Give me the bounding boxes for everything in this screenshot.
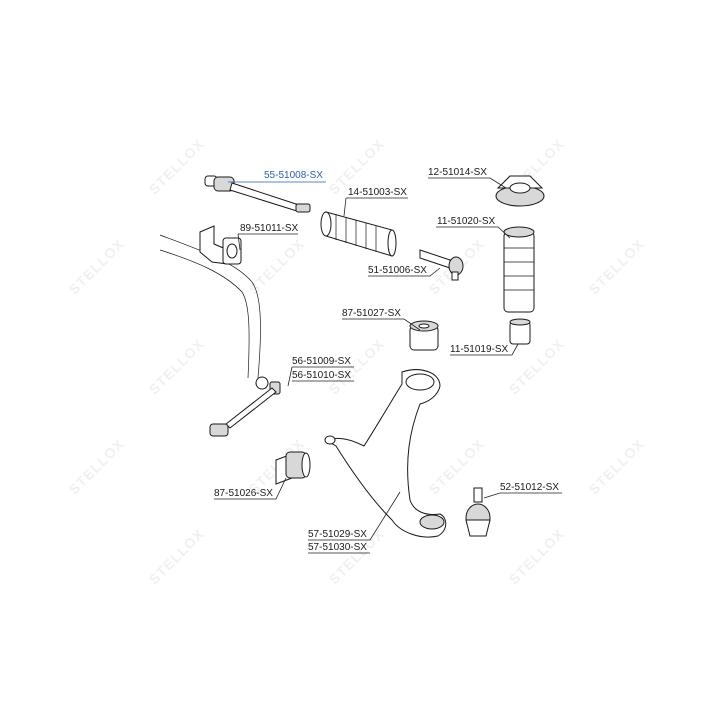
part-label-shock-boot[interactable]: 11-51020-SX bbox=[437, 216, 496, 227]
watermark-text: STELLOX bbox=[506, 526, 568, 588]
watermark-layer: STELLOX STELLOX STELLOX STELLOX STELLOX STELL… bbox=[66, 136, 648, 588]
part-label-tie-rod[interactable]: 55-51008-SX bbox=[264, 170, 323, 181]
top-mount-shape[interactable] bbox=[495, 175, 545, 207]
watermark-text: STELLOX bbox=[506, 336, 568, 398]
part-label-ball-joint[interactable]: 52-51012-SX bbox=[500, 482, 559, 493]
leader-lines bbox=[214, 177, 562, 554]
arm-bushing-rear-shape[interactable] bbox=[275, 451, 311, 485]
watermark-text: STELLOX bbox=[66, 236, 128, 298]
ball-joint-shape[interactable] bbox=[465, 487, 491, 537]
part-label-top-mount[interactable]: 12-51014-SX bbox=[428, 167, 487, 178]
shock-boot-shape[interactable] bbox=[503, 226, 535, 313]
watermark-text: STELLOX bbox=[586, 236, 648, 298]
part-label-bump-stop[interactable]: 11-51019-SX bbox=[450, 344, 509, 355]
tie-rod-shape[interactable] bbox=[204, 175, 311, 213]
part-label-tie-rod-end[interactable]: 51-51006-SX bbox=[368, 265, 427, 276]
part-label-control-arm-2[interactable]: 57-51030-SX bbox=[308, 542, 367, 553]
stabilizer-link-shape[interactable] bbox=[209, 381, 281, 437]
watermark-text: STELLOX bbox=[146, 526, 208, 588]
watermark-text: STELLOX bbox=[586, 436, 648, 498]
part-label-arm-bushing-rear[interactable]: 87-51026-SX bbox=[214, 488, 273, 499]
watermark-text: STELLOX bbox=[146, 336, 208, 398]
arm-bushing-upper-shape[interactable] bbox=[409, 320, 439, 351]
part-label-arm-bushing-upper[interactable]: 87-51027-SX bbox=[342, 308, 401, 319]
part-labels: 55-51008-SX 14-51003-SX 12-51014-SX 89-5… bbox=[214, 167, 559, 553]
control-arm-shape[interactable] bbox=[324, 369, 447, 538]
stabilizer-bar-shape bbox=[159, 234, 269, 390]
stabilizer-bushing-shape[interactable] bbox=[199, 225, 242, 265]
steering-boot-shape[interactable] bbox=[320, 211, 397, 257]
watermark-text: STELLOX bbox=[246, 236, 308, 298]
watermark-text: STELLOX bbox=[66, 436, 128, 498]
watermark-text: STELLOX bbox=[146, 136, 208, 198]
part-label-stabilizer-link-2[interactable]: 56-51010-SX bbox=[292, 370, 351, 381]
tie-rod-end-shape[interactable] bbox=[419, 249, 464, 281]
part-label-stabilizer-bushing[interactable]: 89-51011-SX bbox=[240, 223, 299, 234]
part-label-stabilizer-link-1[interactable]: 56-51009-SX bbox=[292, 356, 351, 367]
part-label-steering-boot[interactable]: 14-51003-SX bbox=[348, 187, 407, 198]
part-label-control-arm-1[interactable]: 57-51029-SX bbox=[308, 529, 367, 540]
bump-stop-shape[interactable] bbox=[509, 318, 531, 345]
